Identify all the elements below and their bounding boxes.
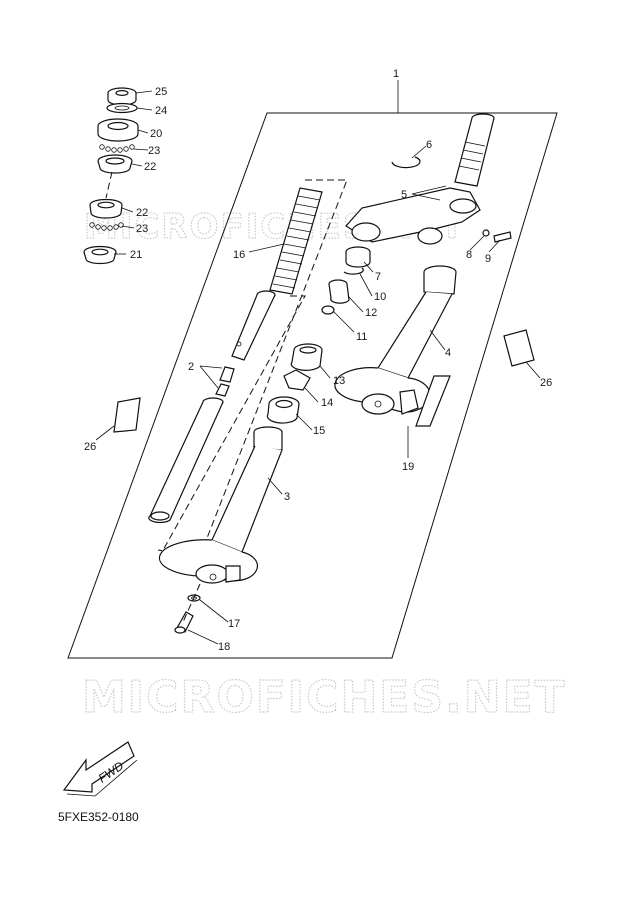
callout-8: 8 bbox=[466, 249, 472, 261]
callout-6: 6 bbox=[426, 139, 432, 151]
callout-23-upper: 23 bbox=[148, 145, 160, 157]
callout-17: 17 bbox=[228, 618, 240, 630]
diagram-code: 5FXE352-0180 bbox=[58, 810, 139, 824]
callout-9: 9 bbox=[485, 253, 491, 265]
left-fork-assembly bbox=[148, 179, 348, 634]
assembly-frame bbox=[67, 112, 558, 659]
callout-14: 14 bbox=[321, 397, 333, 409]
callout-2: 2 bbox=[188, 361, 194, 373]
callout-26-right: 26 bbox=[540, 377, 552, 389]
callout-3: 3 bbox=[284, 491, 290, 503]
watermark-large: MICROFICHES.NET bbox=[82, 672, 567, 723]
forward-arrow: FWD bbox=[62, 741, 138, 797]
callout-21: 21 bbox=[130, 249, 142, 261]
callout-4: 4 bbox=[445, 347, 451, 359]
callout-25: 25 bbox=[155, 86, 167, 98]
callout-20: 20 bbox=[150, 128, 162, 140]
callout-18: 18 bbox=[218, 641, 230, 653]
callout-1: 1 bbox=[393, 68, 399, 80]
right-fork-assembly bbox=[113, 113, 535, 433]
callout-13: 13 bbox=[333, 375, 345, 387]
callout-24: 24 bbox=[155, 105, 167, 117]
callout-10: 10 bbox=[374, 291, 386, 303]
callout-7: 7 bbox=[375, 271, 381, 283]
callout-22-upper: 22 bbox=[144, 161, 156, 173]
callout-12: 12 bbox=[365, 307, 377, 319]
callout-26-left: 26 bbox=[84, 441, 96, 453]
callout-11: 11 bbox=[356, 331, 367, 343]
callout-23-lower: 23 bbox=[136, 223, 148, 235]
callout-19: 19 bbox=[402, 461, 414, 473]
callout-15: 15 bbox=[313, 425, 325, 437]
steering-head-bearings bbox=[83, 87, 139, 265]
callout-5: 5 bbox=[401, 189, 407, 201]
leader-lines bbox=[95, 80, 541, 645]
callout-16: 16 bbox=[233, 249, 245, 261]
callout-22-lower: 22 bbox=[136, 207, 148, 219]
callout-labels: 1 25 24 20 23 22 22 23 21 16 2 26 6 5 7 … bbox=[84, 68, 552, 653]
